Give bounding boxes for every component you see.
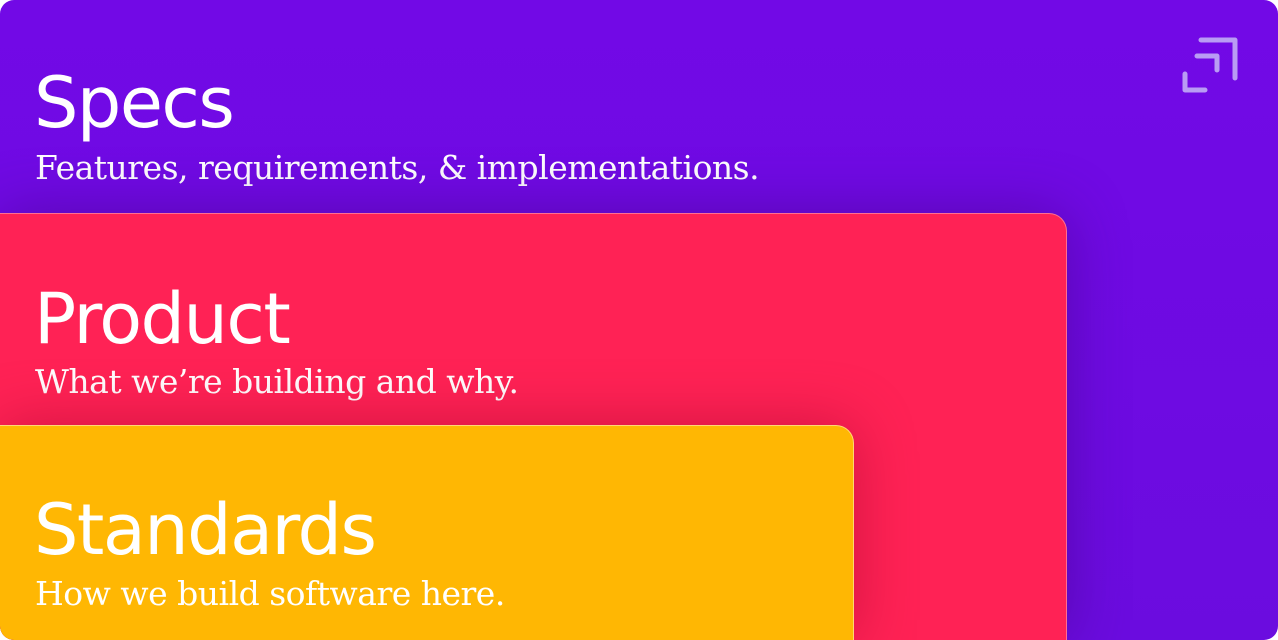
specs-subtitle: Features, requirements, & implementation…	[35, 148, 760, 187]
standards-subtitle: How we build software here.	[35, 574, 505, 613]
product-subtitle: What we’re building and why.	[35, 362, 519, 401]
standards-section: Standards How we build software here.	[0, 425, 854, 640]
corner-brackets-logo-icon	[1182, 37, 1238, 93]
specs-title: Specs	[34, 62, 235, 144]
product-title: Product	[34, 278, 291, 360]
standards-title: Standards	[34, 489, 377, 571]
